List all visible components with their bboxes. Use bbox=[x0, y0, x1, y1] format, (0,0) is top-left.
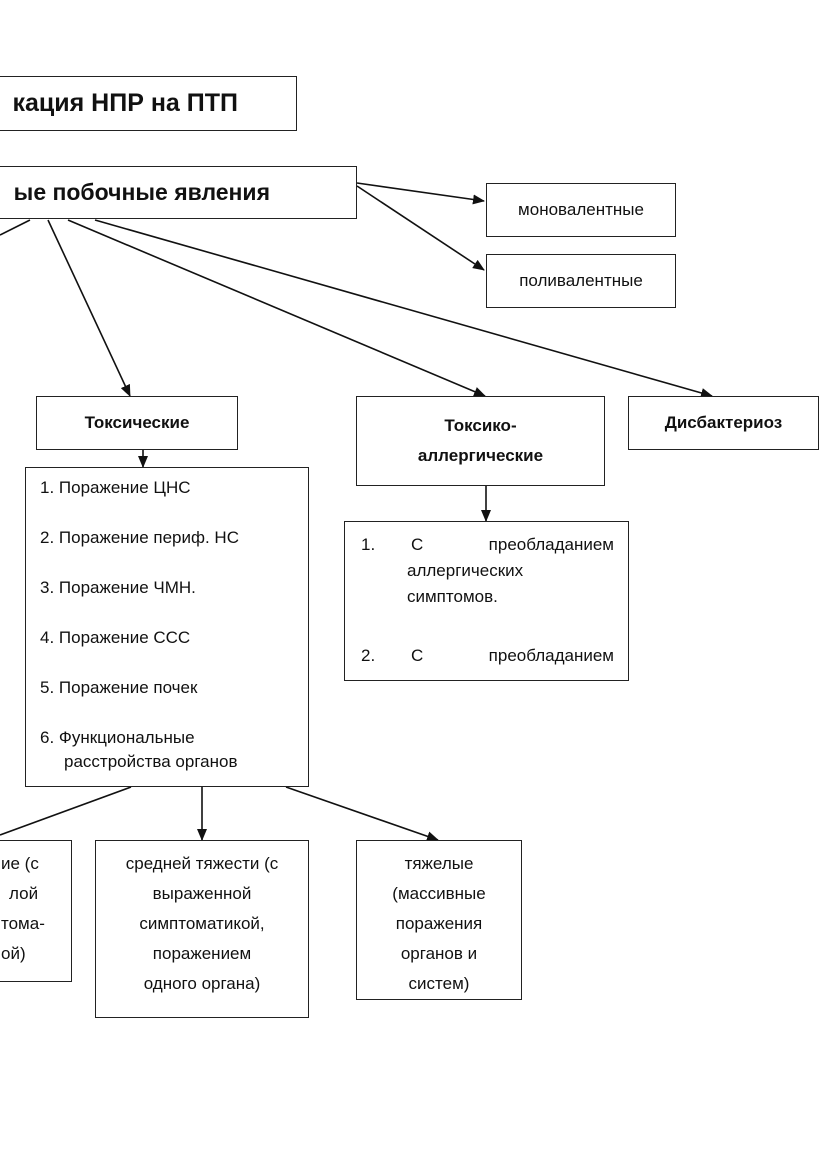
arrow-to-severe bbox=[285, 786, 439, 842]
list-item: 5. Поражение почек bbox=[40, 678, 198, 697]
severe-line: (массивные bbox=[392, 884, 486, 903]
mild-line: ие (с bbox=[1, 854, 39, 873]
arrow-to-toxic bbox=[47, 219, 131, 397]
poly-box: поливалентные bbox=[486, 254, 676, 308]
arrow-to-mild bbox=[0, 786, 132, 836]
toxic-list-box: 1. Поражение ЦНС 2. Поражение периф. НС … bbox=[25, 467, 309, 787]
allergic-list-box: 1. С преобладанием аллергических симптом… bbox=[344, 521, 629, 681]
toxic-box: Токсические bbox=[36, 396, 238, 450]
list-item-word: преобладанием bbox=[488, 646, 614, 665]
list-item-line: аллергических bbox=[407, 561, 524, 580]
mild-box: ие (с лой тома- ой) bbox=[0, 840, 72, 982]
moderate-line: симптоматикой, bbox=[139, 914, 265, 933]
list-item: 1. Поражение ЦНС bbox=[40, 478, 191, 497]
page-title-text: кация НПР на ПТП bbox=[12, 89, 239, 117]
page-title: кация НПР на ПТП bbox=[0, 76, 297, 131]
severe-line: систем) bbox=[408, 974, 470, 993]
list-item-word: преобладанием bbox=[488, 535, 614, 554]
moderate-box: средней тяжести (с выраженной симптомати… bbox=[95, 840, 309, 1018]
list-item: 1. С преобладанием аллергических симптом… bbox=[361, 532, 614, 610]
list-item: 4. Поражение ССС bbox=[40, 628, 191, 647]
toxic-label: Токсические bbox=[84, 413, 190, 432]
toxic-allergic-box: Токсико- аллергические bbox=[356, 396, 605, 486]
severe-line: поражения bbox=[395, 914, 483, 933]
arrow-left-offpage bbox=[0, 219, 31, 236]
moderate-line: поражением bbox=[152, 944, 252, 963]
mild-line: лой bbox=[9, 884, 39, 903]
poly-label: поливалентные bbox=[519, 271, 643, 290]
severe-line: тяжелые bbox=[404, 854, 474, 873]
mild-line: ой) bbox=[1, 944, 26, 963]
list-item: 6. Функциональные bbox=[40, 728, 195, 747]
moderate-line: средней тяжести (с bbox=[125, 854, 279, 873]
severe-box: тяжелые (массивные поражения органов и с… bbox=[356, 840, 522, 1000]
list-item-word: С bbox=[411, 535, 424, 554]
list-item-number: 1. bbox=[361, 535, 376, 554]
arrow-to-poly bbox=[356, 185, 485, 271]
arrow-to-mono bbox=[356, 182, 485, 205]
arrow-to-dysbacteriosis bbox=[94, 219, 713, 398]
dysbacteriosis-label: Дисбактериоз bbox=[664, 413, 783, 432]
list-item-line: симптомов. bbox=[407, 587, 498, 606]
toxic-allergic-line1: Токсико- bbox=[444, 416, 517, 435]
side-effects-text: ые побочные явления bbox=[13, 179, 270, 205]
list-item: 3. Поражение ЧМН. bbox=[40, 578, 196, 597]
list-item: 2. Поражение периф. НС bbox=[40, 528, 239, 547]
moderate-line: выраженной bbox=[152, 884, 252, 903]
list-item: расстройства органов bbox=[64, 752, 238, 771]
severe-line: органов и bbox=[400, 944, 478, 963]
list-item-number: 2. bbox=[361, 646, 376, 665]
mild-line: тома- bbox=[1, 914, 45, 933]
arrow-to-toxic-allergic bbox=[67, 219, 486, 397]
list-item: 2. С преобладанием bbox=[361, 643, 614, 669]
moderate-line: одного органа) bbox=[143, 974, 261, 993]
side-effects-box: ые побочные явления bbox=[0, 166, 357, 219]
toxic-allergic-line2: аллергические bbox=[417, 446, 544, 465]
mono-label: моновалентные bbox=[518, 200, 644, 219]
dysbacteriosis-box: Дисбактериоз bbox=[628, 396, 819, 450]
list-item-word: С bbox=[411, 646, 424, 665]
mono-box: моновалентные bbox=[486, 183, 676, 237]
